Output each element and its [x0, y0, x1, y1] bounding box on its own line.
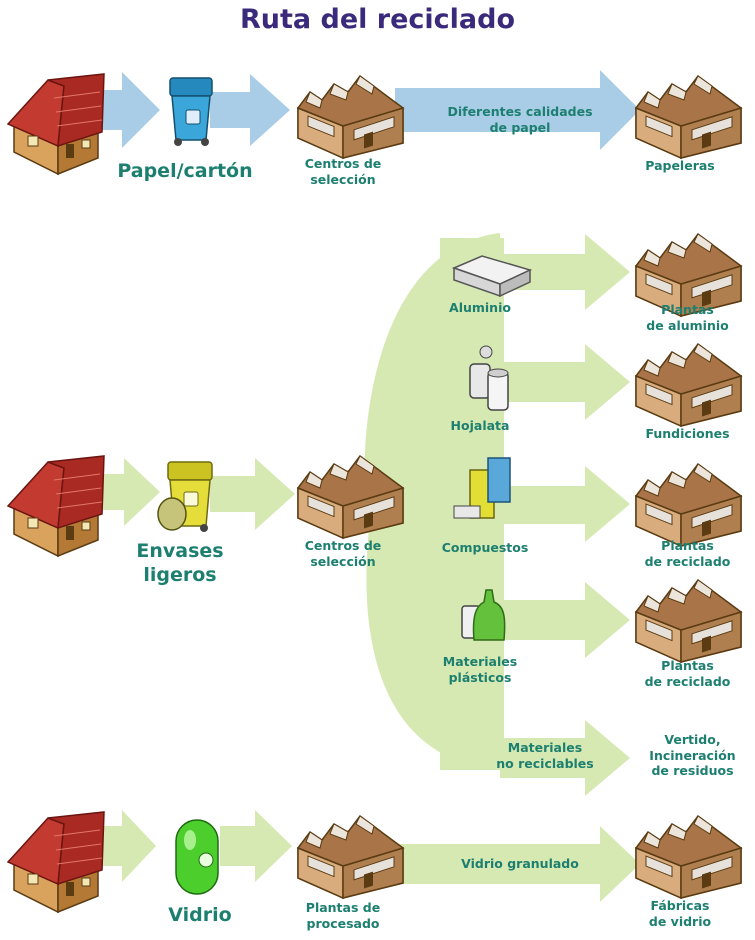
branch-arrow-compuestos: [500, 466, 630, 542]
branch-arrow-hojalata: [500, 344, 630, 420]
branch-dest-hojalata: Fundiciones: [645, 426, 730, 441]
branch-label-aluminio: Aluminio: [449, 300, 511, 315]
glass-row: [7, 810, 742, 913]
recycling-plant-factory-icon: [635, 463, 742, 547]
paper-mill-factory-icon: [635, 75, 742, 159]
paper-bin-icon: [169, 77, 213, 146]
glass-centre-label: Plantas de procesado: [305, 900, 381, 931]
branch-dest-plasticos: Plantas de reciclado: [644, 658, 731, 689]
paper-bin-label: Papel/cartón: [117, 160, 253, 182]
packaging-row: [7, 233, 742, 796]
glass-factory-icon: [635, 815, 742, 899]
paper-arrow-1: [90, 72, 160, 148]
branch-label-plasticos: Materiales plásticos: [442, 654, 518, 685]
paper-centre-label: Centros de selección: [304, 156, 382, 187]
branch-label-compuestos: Compuestos: [441, 540, 529, 555]
branch-dest-no-reciclables: Vertido, Incineración de residuos: [649, 732, 736, 779]
recycling-plant-factory-icon: [635, 579, 742, 663]
house-icon: [7, 811, 105, 913]
glass-arrow-1: [90, 810, 156, 882]
paper-arrow-2: [210, 74, 290, 146]
sorting-centre-paper-factory-icon: [297, 75, 404, 159]
packaging-arrow-2: [210, 458, 295, 530]
cartons-icon: [453, 457, 511, 519]
tin-cans-icon: [469, 345, 509, 411]
branch-dest-aluminio: Plantas de aluminio: [646, 302, 729, 333]
glass-bin-label: Vidrio: [168, 904, 232, 926]
glass-arrow-3: [395, 826, 640, 902]
house-icon: [7, 73, 105, 175]
aluminium-bale-icon: [451, 255, 533, 298]
plastic-bottles-icon: [461, 589, 506, 641]
branch-label-hojalata: Hojalata: [450, 418, 510, 433]
branch-arrow-plasticos: [500, 582, 630, 658]
paper-row: [7, 70, 742, 175]
foundry-factory-icon: [635, 343, 742, 427]
packaging-bin-icon: [157, 461, 213, 532]
packaging-arrow-1: [92, 458, 160, 526]
branch-arrow-no-reciclables: [500, 720, 630, 796]
branch-dest-compuestos: Plantas de reciclado: [644, 538, 731, 569]
glass-bin-icon: [175, 819, 219, 895]
glass-arrow-2: [220, 810, 292, 882]
house-icon: [7, 455, 105, 557]
paper-destination-label: Papeleras: [645, 158, 715, 173]
packaging-bin-label: Envases ligeros: [136, 540, 224, 586]
diagram-title: Ruta del reciclado: [239, 4, 516, 35]
paper-arrow-label: Diferentes calidades de papel: [447, 104, 593, 135]
processing-plant-factory-icon: [297, 815, 404, 899]
branch-arrow-aluminio: [500, 234, 630, 310]
glass-arrow-label: Vidrio granulado: [461, 856, 579, 871]
packaging-centre-label: Centros de selección: [304, 538, 382, 569]
paper-arrow-3: [395, 70, 640, 150]
glass-destination-label: Fábricas de vidrio: [648, 898, 712, 929]
branch-label-no-reciclables: Materiales no reciclables: [496, 740, 594, 771]
